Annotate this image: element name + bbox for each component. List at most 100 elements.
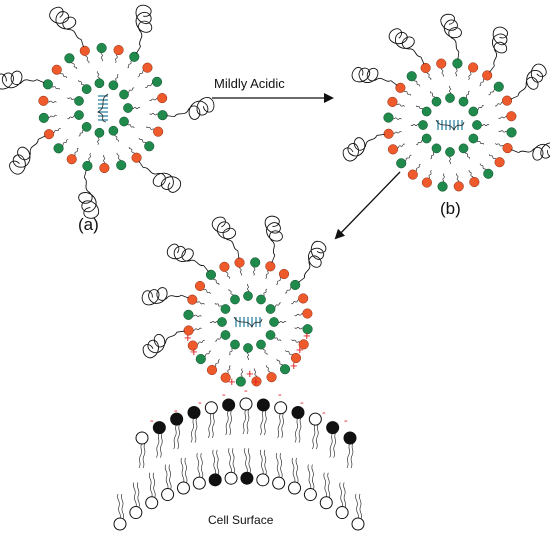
- lipid-tail: [294, 327, 304, 330]
- lipid-tail: [240, 368, 243, 378]
- lipid-tail: [127, 123, 135, 129]
- membrane-head-outer: [135, 431, 149, 445]
- peg-linker: [298, 277, 305, 283]
- negative-charge-icon: -: [198, 397, 202, 409]
- lipid-tail: [262, 288, 268, 297]
- lipid-tail: [148, 472, 153, 498]
- lipid-tail: [59, 72, 68, 79]
- liposome-b: [342, 13, 550, 192]
- peg-linker: [510, 95, 519, 100]
- lipid-tail: [294, 313, 304, 317]
- lipid-tail: [329, 432, 333, 458]
- lipid-tail: [456, 173, 460, 183]
- lipid-tail: [103, 154, 106, 165]
- lipid-tail: [323, 472, 328, 498]
- lipid-tail: [468, 70, 472, 80]
- membrane-head-outer: [152, 421, 166, 435]
- negative-charge-icon: -: [222, 389, 226, 401]
- lipid-tail: [284, 287, 293, 294]
- lipid-head-inner: [256, 339, 266, 350]
- lipid-tail: [253, 368, 257, 378]
- negative-charge-icon: -: [344, 415, 348, 427]
- lipid-tail: [312, 423, 316, 450]
- peg-coil: [174, 97, 215, 120]
- peg-linker: [80, 39, 84, 48]
- lipid-tail: [149, 97, 159, 102]
- lipid-tail: [396, 143, 406, 149]
- membrane-head-outer: [256, 398, 270, 412]
- lipid-head-inner: [119, 89, 129, 100]
- lipid-tail: [355, 493, 359, 520]
- lipid-tail: [464, 151, 471, 159]
- lipid-head-outer: [396, 158, 407, 169]
- lipid-tail: [85, 54, 90, 64]
- lipid-tail: [248, 448, 251, 474]
- lipid-head-inner: [265, 330, 276, 340]
- lipid-tail: [51, 85, 61, 90]
- dna-helix: [233, 316, 263, 328]
- membrane-head-outer: [204, 401, 218, 415]
- lipid-tail: [127, 59, 133, 69]
- lipid-head-inner: [220, 304, 231, 314]
- peg-coil: [264, 215, 283, 256]
- lipid-head-outer: [298, 293, 309, 304]
- lipid-head-outer: [195, 353, 206, 365]
- lipid-head-inner: [431, 96, 442, 107]
- lipid-tail: [476, 104, 484, 111]
- peg-coil: [166, 243, 204, 266]
- lipid-head-outer: [468, 62, 479, 73]
- lipid-tail: [395, 103, 405, 107]
- lipid-tail: [244, 448, 248, 474]
- lipid-head-outer: [187, 340, 198, 351]
- lipid-tail: [428, 170, 432, 180]
- condition-label: Mildly Acidic: [214, 76, 285, 91]
- membrane-head-inner: [240, 471, 254, 485]
- membrane-head-outer: [239, 397, 253, 411]
- lipid-head-outer: [266, 372, 277, 383]
- lipid-head-inner: [119, 116, 129, 127]
- membrane-head-outer: [222, 398, 236, 412]
- lipid-tail: [327, 472, 331, 498]
- membrane-head-inner: [256, 473, 270, 487]
- lipid-tail: [343, 482, 347, 508]
- lipid-tail: [294, 417, 299, 443]
- lipid-tail: [479, 163, 487, 171]
- lipid-head-inner: [230, 339, 240, 350]
- lipid-head-outer: [51, 64, 62, 75]
- lipid-tail: [246, 408, 250, 435]
- lipid-tail: [273, 302, 282, 308]
- lipid-tail: [194, 417, 198, 443]
- peg-linker: [420, 56, 425, 65]
- lipid-head-outer: [157, 110, 168, 121]
- liposome-a: [0, 4, 215, 219]
- membrane-head-inner: [176, 481, 190, 495]
- lipid-tail: [145, 83, 154, 89]
- lipid-head-inner: [265, 304, 276, 314]
- lipid-head-outer: [421, 177, 432, 188]
- peg-chain: [264, 215, 283, 256]
- peg-chain: [143, 167, 182, 193]
- lipid-head-outer: [265, 261, 276, 272]
- lipid-tail: [192, 327, 202, 331]
- lipid-head-inner: [256, 294, 266, 305]
- lipid-head-inner: [74, 110, 84, 120]
- lipid-tail: [232, 448, 235, 474]
- lipid-head-outer: [187, 294, 198, 305]
- membrane-head-inner: [113, 517, 127, 531]
- lipid-head-outer: [483, 168, 494, 179]
- lipid-tail: [430, 151, 435, 160]
- lipid-tail: [265, 269, 269, 279]
- membrane-head-inner: [161, 488, 175, 502]
- dna-cargo: [233, 316, 263, 328]
- peg-chain: [174, 97, 215, 120]
- lipid-head-inner: [431, 143, 442, 154]
- lipid-head-outer: [493, 81, 504, 92]
- lipid-head-outer: [387, 144, 399, 155]
- lipid-head-outer: [66, 154, 77, 165]
- lipid-head-inner: [445, 147, 455, 157]
- negative-charge-icon: -: [322, 407, 326, 419]
- lipid-head-inner: [74, 96, 84, 106]
- lipid-tail: [213, 277, 220, 286]
- lipid-tail: [488, 88, 496, 96]
